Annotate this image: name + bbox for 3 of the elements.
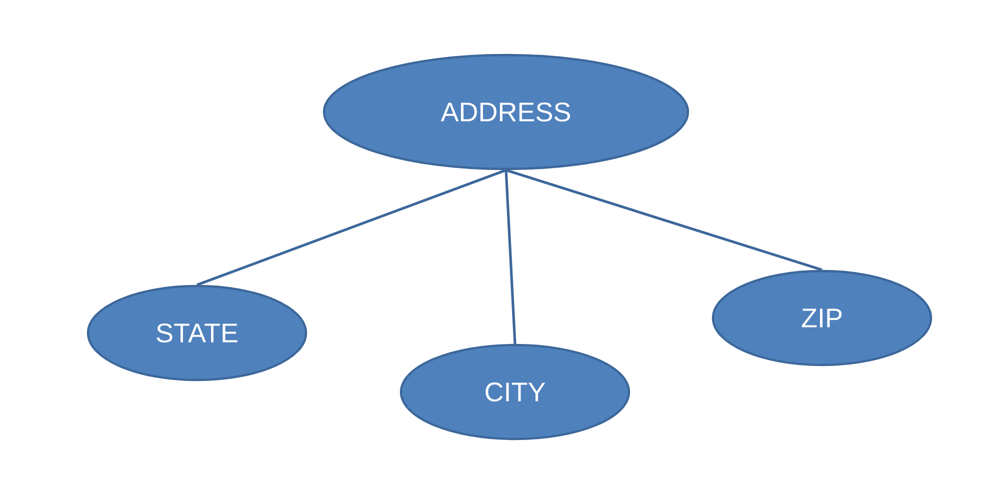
connector-line	[196, 168, 506, 286]
connector-line	[506, 168, 822, 272]
connector-line	[504, 170, 516, 344]
